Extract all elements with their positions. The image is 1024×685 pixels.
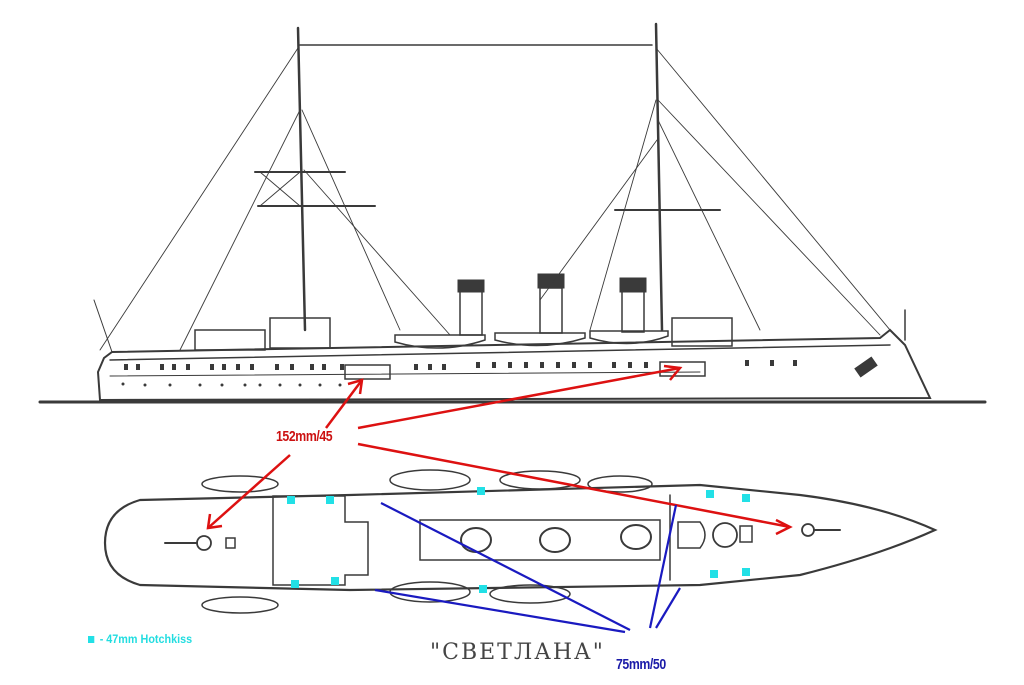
annotation-75mm-lines bbox=[374, 502, 681, 634]
deck-outline bbox=[103, 483, 938, 592]
line-75-aft-port bbox=[655, 587, 681, 629]
hotchkiss-marker bbox=[326, 496, 334, 504]
boat bbox=[489, 584, 571, 604]
label-152mm-45: 152mm/45 bbox=[276, 428, 333, 445]
side-profile-view bbox=[38, 22, 987, 404]
funnels bbox=[457, 273, 647, 336]
hotchkiss-marker bbox=[477, 487, 485, 495]
boat bbox=[587, 475, 653, 493]
boat bbox=[394, 334, 486, 349]
boat bbox=[589, 330, 669, 345]
arrow-152-top-aft bbox=[357, 442, 791, 529]
label-75mm-50: 75mm/50 bbox=[616, 656, 666, 673]
ship-name-caption: "СВЕТЛАНА" bbox=[430, 640, 605, 665]
hotchkiss-marker bbox=[287, 496, 295, 504]
boat bbox=[201, 475, 279, 493]
boat bbox=[494, 332, 586, 347]
boat bbox=[499, 470, 581, 490]
rigging bbox=[99, 47, 891, 351]
hotchkiss-marker bbox=[291, 580, 299, 588]
side-portholes bbox=[121, 360, 797, 387]
legend-hotchkiss: - 47mm Hotchkiss bbox=[88, 632, 192, 646]
hotchkiss-marker bbox=[479, 585, 487, 593]
top-plan-view bbox=[103, 469, 938, 614]
hotchkiss-marker bbox=[331, 577, 339, 585]
main-mast bbox=[654, 22, 664, 332]
funnel-top bbox=[539, 527, 571, 553]
legend-label: - 47mm Hotchkiss bbox=[99, 632, 193, 646]
arrow-152-side-aft bbox=[357, 366, 681, 430]
hotchkiss-marker bbox=[742, 568, 750, 576]
fore-bridge bbox=[194, 329, 266, 351]
line-75-aft-starboard bbox=[648, 504, 678, 629]
funnel-top bbox=[620, 524, 652, 550]
line-75-fore-starboard bbox=[380, 502, 631, 631]
fore-mast bbox=[296, 26, 307, 332]
arrow-152-top-fore bbox=[207, 454, 291, 529]
boat bbox=[201, 596, 279, 614]
hotchkiss-marker bbox=[742, 494, 750, 502]
annotation-152mm-arrows bbox=[206, 364, 793, 536]
legend-swatch-icon bbox=[88, 635, 95, 643]
boat bbox=[389, 469, 471, 491]
hotchkiss-markers bbox=[287, 487, 750, 593]
hotchkiss-marker bbox=[706, 490, 714, 498]
hotchkiss-marker bbox=[710, 570, 718, 578]
line-75-fore-port bbox=[374, 588, 626, 634]
arrow-152-side-fore bbox=[325, 379, 363, 429]
